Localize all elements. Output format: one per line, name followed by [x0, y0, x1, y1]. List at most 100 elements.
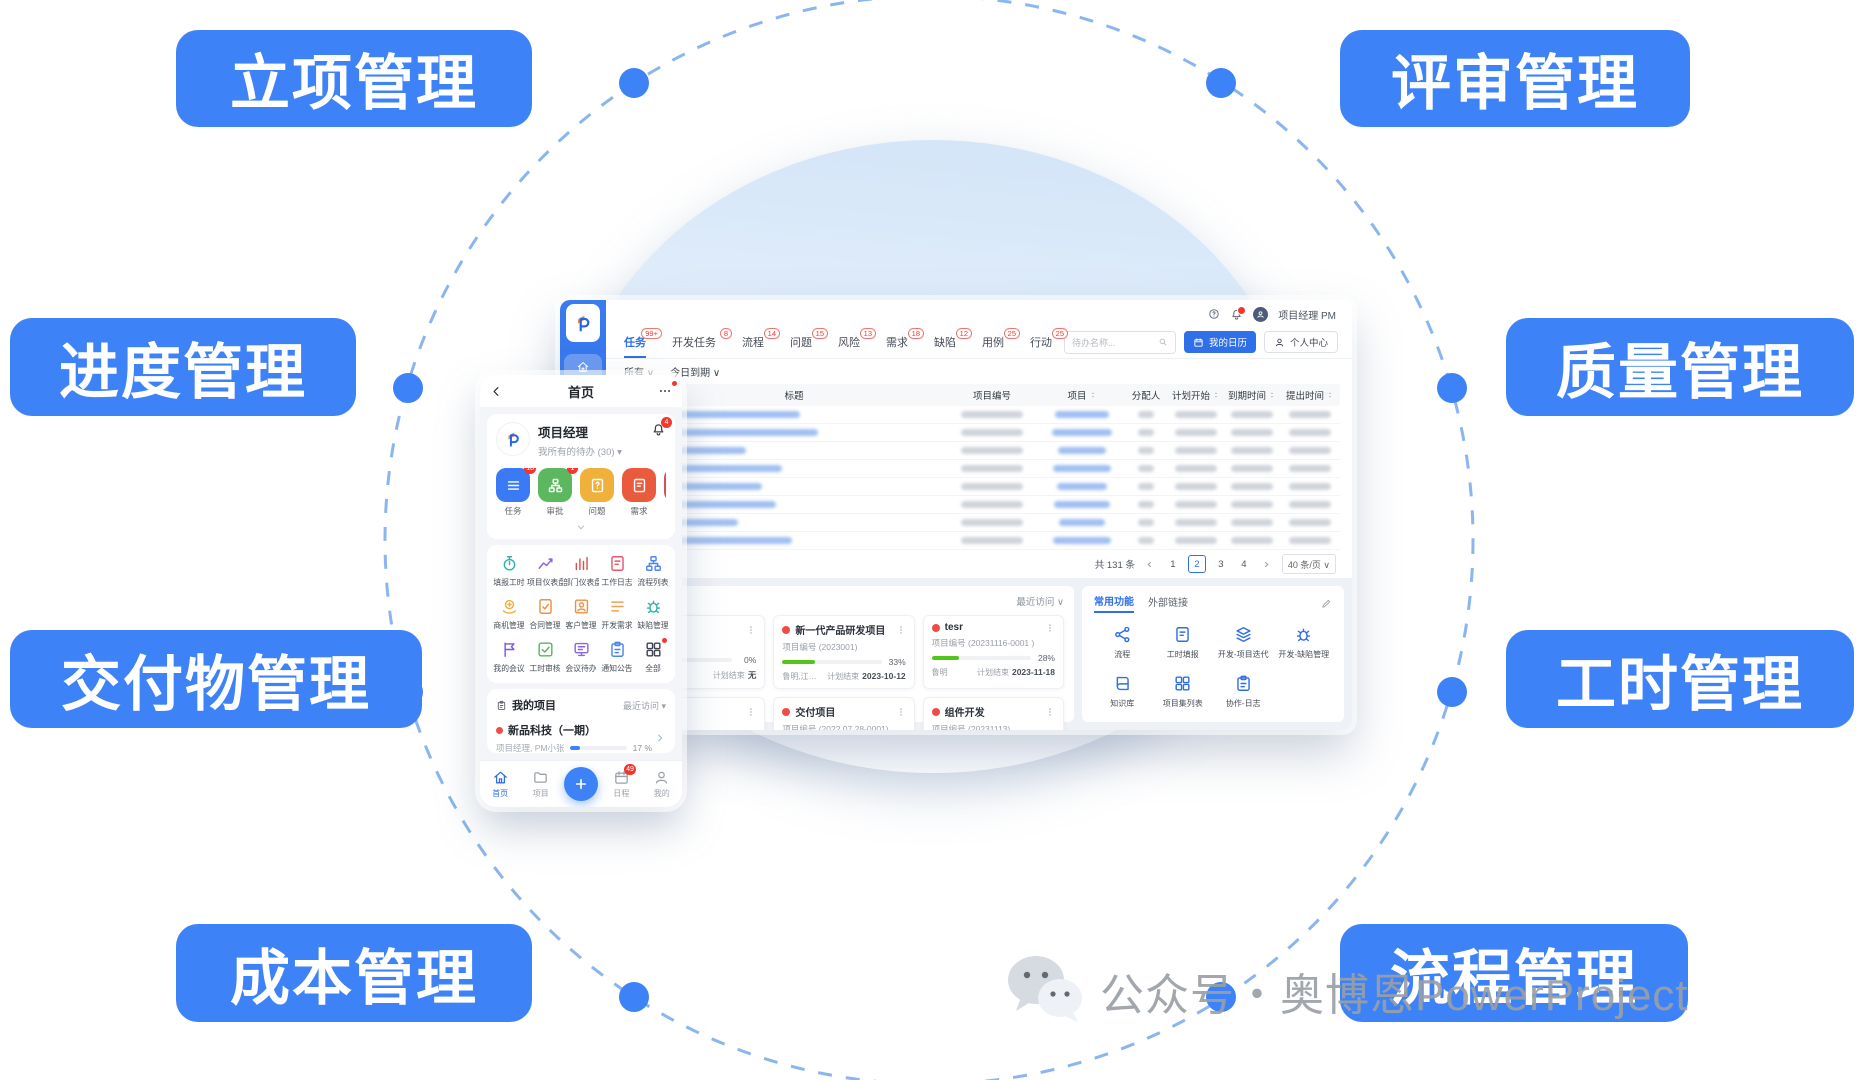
grid-item-部门仪表盘[interactable]: 部门仪表盘	[563, 554, 599, 588]
tab-external-links[interactable]: 外部链接	[1148, 598, 1188, 609]
column-header-项目编号[interactable]: 项目编号	[972, 391, 1011, 402]
filter-dropdown-0[interactable]: 所有 ∨	[624, 368, 655, 379]
pagination-page-1[interactable]: 1	[1170, 558, 1176, 570]
grid-item-缺陷管理[interactable]: 缺陷管理	[635, 597, 671, 631]
quick-item-知识库[interactable]: 知识库	[1094, 674, 1151, 709]
page-size-select[interactable]: 40 条/页 ∨	[1281, 554, 1336, 574]
doc-pencil-icon	[1173, 625, 1192, 644]
mobile-app-缺陷[interactable]: 11缺陷	[664, 468, 666, 517]
quick-item-项目集列表[interactable]: 项目集列表	[1155, 674, 1212, 709]
my-calendar-button[interactable]: 我的日历	[1183, 331, 1256, 353]
table-row[interactable]	[618, 496, 1340, 514]
notification-bell[interactable]	[1230, 305, 1247, 321]
column-header-分配人[interactable]: 分配人	[1131, 391, 1161, 402]
projects-sort-dropdown[interactable]: 最近访问 ▾	[622, 700, 666, 711]
row-start	[1168, 483, 1224, 490]
role-name: 项目经理	[538, 426, 589, 440]
grid-item-工时审核[interactable]: 工时审核	[527, 640, 563, 674]
grid-item-项目仪表盘[interactable]: 项目仪表盘	[527, 554, 563, 588]
tabbar-add-button[interactable]	[563, 767, 599, 801]
grid-item-开发需求[interactable]: 开发需求	[599, 597, 635, 631]
pagination-prev[interactable]	[1142, 556, 1158, 572]
table-row[interactable]	[618, 514, 1340, 532]
pagination-page-2[interactable]: 2	[1187, 555, 1206, 573]
blurred-text	[650, 483, 762, 490]
table-row[interactable]	[618, 424, 1340, 442]
grid-item-填报工时[interactable]: 填报工时	[491, 554, 527, 588]
grid-item-流程列表[interactable]: 流程列表	[635, 554, 671, 588]
help-icon[interactable]	[1208, 308, 1220, 320]
grid-item-我的会议[interactable]: 我的会议	[491, 640, 527, 674]
circle-dot	[1437, 373, 1467, 403]
grid-item-商机管理[interactable]: 商机管理	[491, 597, 527, 631]
board-icon	[572, 640, 591, 659]
expand-chevron[interactable]	[496, 521, 666, 533]
column-header-项目[interactable]: 项目	[1040, 388, 1124, 402]
filter-dropdown-1[interactable]: 今日到期 ∨	[670, 368, 721, 379]
grid-item-合同管理[interactable]: 合同管理	[527, 597, 563, 631]
blurred-text	[1175, 501, 1217, 508]
mobile-app-需求[interactable]: 需求	[622, 468, 656, 517]
column-header-提出时间[interactable]: 提出时间	[1280, 388, 1340, 402]
tabbar-项目[interactable]: 项目	[523, 769, 559, 799]
quick-item-开发-缺陷管理[interactable]: 开发-缺陷管理	[1276, 625, 1333, 660]
notification-bell[interactable]: 4	[651, 417, 672, 437]
tabbar-首页[interactable]: 首页	[482, 769, 518, 799]
more-icon[interactable]	[658, 381, 677, 398]
todo-summary[interactable]: 我所有的待办 (30) ▾	[538, 447, 622, 458]
avatar[interactable]	[1253, 306, 1269, 322]
table-row[interactable]	[618, 460, 1340, 478]
org-icon	[547, 477, 564, 494]
mobile-app-问题[interactable]: 问题	[580, 468, 614, 517]
table-row[interactable]	[618, 478, 1340, 496]
blurred-text	[1175, 465, 1217, 472]
chevron-right-icon[interactable]	[654, 732, 666, 744]
column-header-到期时间[interactable]: 到期时间	[1224, 388, 1280, 402]
grid-item-通知公告[interactable]: 通知公告	[599, 640, 635, 674]
tabbar-我的[interactable]: 我的	[644, 769, 680, 799]
grid-item-全部[interactable]: 全部	[635, 638, 671, 674]
quick-item-协作-日志[interactable]: 协作-日志	[1215, 674, 1272, 709]
grid-item-客户管理[interactable]: 客户管理	[563, 597, 599, 631]
column-header-标题[interactable]: 标题	[784, 391, 804, 402]
search-input[interactable]: 待办名称...	[1063, 330, 1176, 354]
back-icon[interactable]	[490, 385, 503, 398]
pagination-page-4[interactable]: 4	[1241, 558, 1247, 570]
grid-item-工作日志[interactable]: 工作日志	[599, 554, 635, 588]
table-row[interactable]	[618, 406, 1340, 424]
table-row[interactable]	[618, 532, 1340, 550]
portfolio-sort-dropdown[interactable]: 最近访问 ∨	[1016, 597, 1064, 608]
grid-item-会议待办[interactable]: 会议待办	[563, 640, 599, 674]
progress-track	[570, 746, 627, 750]
quick-item-工时填报[interactable]: 工时填报	[1155, 625, 1212, 660]
table-row[interactable]	[618, 442, 1340, 460]
quick-item-流程[interactable]: 流程	[1094, 625, 1151, 660]
column-header-计划开始[interactable]: 计划开始	[1168, 388, 1224, 402]
app-logo[interactable]	[566, 304, 600, 342]
personal-center-button[interactable]: 个人中心	[1263, 331, 1338, 353]
tab-label: 项目	[532, 789, 549, 798]
edit-icon[interactable]	[1321, 598, 1332, 609]
tab-common-functions[interactable]: 常用功能	[1094, 593, 1134, 613]
pagination-next[interactable]	[1259, 556, 1275, 572]
pagination-page-3[interactable]: 3	[1218, 558, 1224, 570]
quick-item-开发-项目迭代[interactable]: 开发-项目迭代	[1215, 625, 1272, 660]
